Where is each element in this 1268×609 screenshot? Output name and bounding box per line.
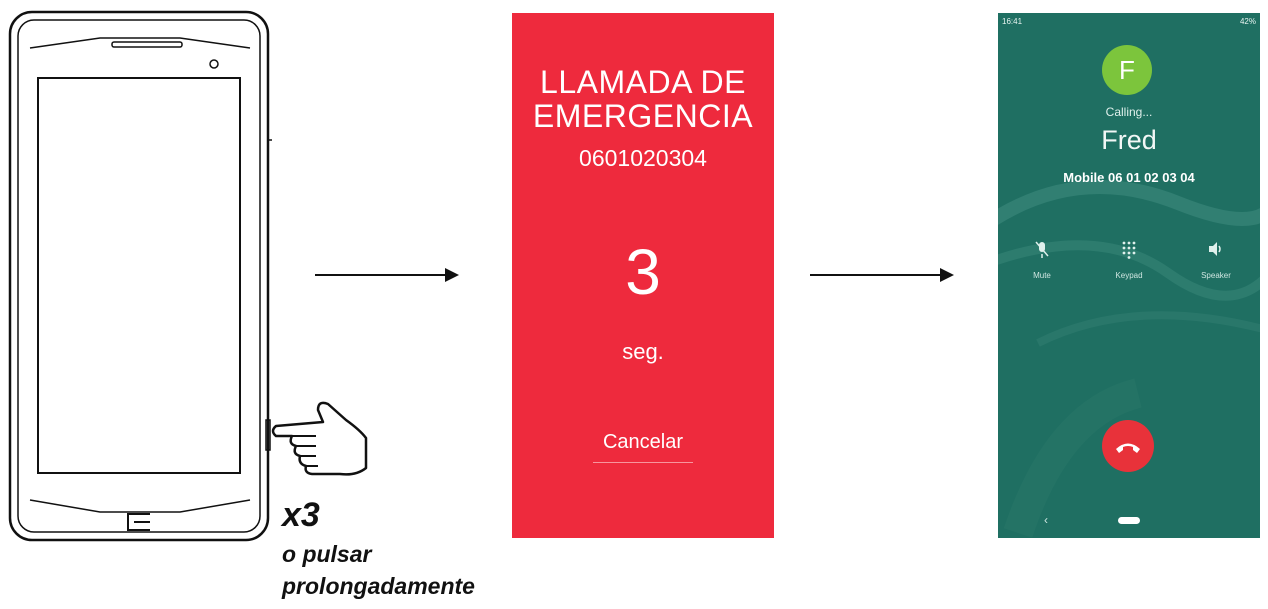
keypad-button[interactable]: Keypad (1099, 241, 1159, 280)
home-button[interactable] (1118, 517, 1140, 524)
phone-bezel-top (29, 37, 251, 49)
speaker-icon (1186, 241, 1246, 263)
end-call-button[interactable] (1102, 420, 1154, 472)
contact-number: Mobile 06 01 02 03 04 (1063, 170, 1195, 185)
pointing-hand-icon (271, 401, 368, 476)
battery-level: 42% (1239, 17, 1256, 26)
speaker-label: Speaker (1201, 271, 1231, 280)
countdown-unit: seg. (622, 339, 664, 364)
cancel-button[interactable]: Cancelar (593, 431, 693, 463)
phone-logo-button (127, 513, 150, 531)
contact-avatar: F (1102, 45, 1152, 95)
calling-screen: 16:41 42% F Calling... Fred Mobile 06 01… (998, 13, 1260, 538)
phone-inner-frame (17, 19, 261, 533)
status-time: 16:41 (1002, 17, 1023, 26)
mic-off-icon (1012, 241, 1072, 263)
back-icon[interactable]: ‹ (1044, 513, 1048, 527)
mute-label: Mute (1033, 271, 1051, 280)
keypad-icon (1099, 241, 1159, 263)
mute-button[interactable]: Mute (1012, 241, 1072, 280)
emergency-title: LLAMADA DE EMERGENCIA (512, 65, 774, 133)
press-count-label: x3 (282, 496, 320, 534)
countdown-value: 3 (625, 236, 661, 308)
press-instruction-line2: prolongadamente (282, 573, 475, 599)
arrow-right-icon (810, 268, 954, 282)
keypad-label: Keypad (1115, 271, 1143, 280)
emergency-title-line1: LLAMADA DE (540, 64, 746, 100)
call-status: Calling... (1105, 105, 1153, 119)
phone-outer-frame (8, 10, 270, 542)
status-bar: 16:41 42% (998, 13, 1260, 31)
emergency-number: 0601020304 (579, 145, 707, 171)
phone-side-key (265, 419, 271, 451)
emergency-call-screen: LLAMADA DE EMERGENCIA 0601020304 3 seg. … (512, 13, 774, 538)
phone-camera (209, 59, 219, 69)
press-instruction: o pulsar prolongadamente (282, 538, 475, 602)
phone-screen (37, 77, 241, 474)
phone-speaker (111, 41, 183, 48)
emergency-title-line2: EMERGENCIA (532, 98, 754, 134)
press-instruction-line1: o pulsar (282, 541, 372, 567)
phone-illustration (8, 10, 272, 542)
hang-up-icon (1116, 443, 1140, 453)
arrow-right-icon (315, 268, 459, 282)
speaker-button[interactable]: Speaker (1186, 241, 1246, 280)
contact-name: Fred (1101, 125, 1157, 155)
phone-bezel-bottom (29, 499, 251, 513)
